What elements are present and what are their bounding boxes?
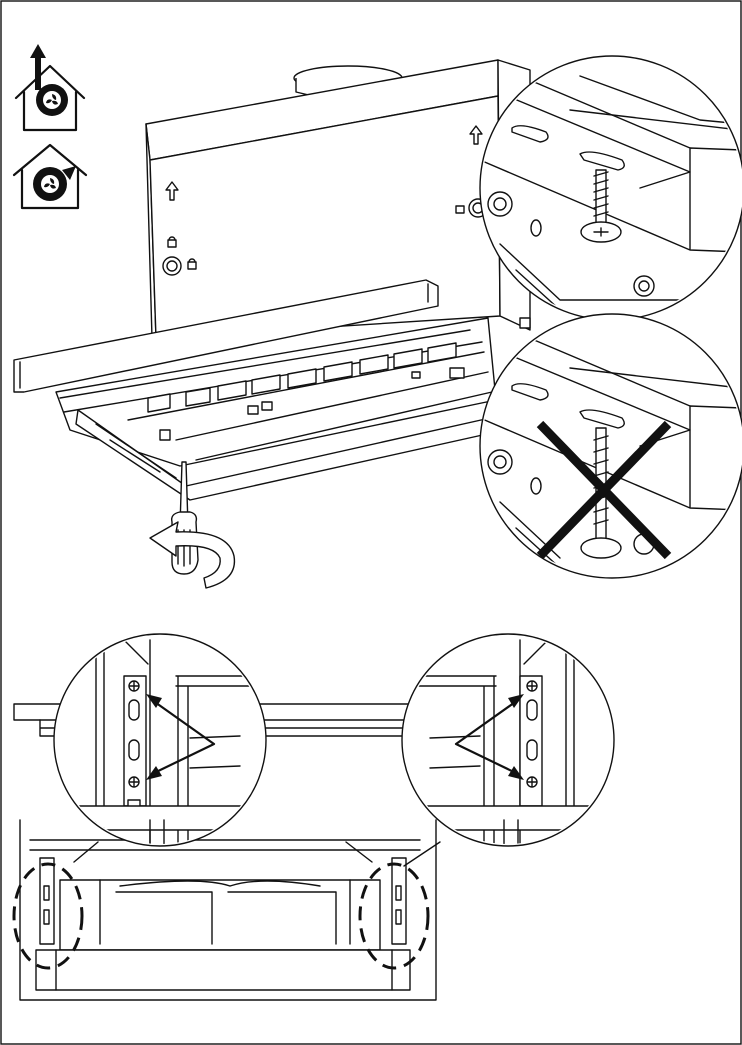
detail-circle-right-bracket — [400, 634, 614, 900]
hood-upper-illustration — [14, 60, 530, 500]
detail-circle-left-bracket — [54, 634, 270, 900]
detail-circle-correct — [480, 56, 742, 320]
recirculation-icon — [14, 145, 86, 208]
detail-circle-incorrect — [480, 314, 742, 578]
ducted-extraction-icon — [16, 44, 84, 130]
